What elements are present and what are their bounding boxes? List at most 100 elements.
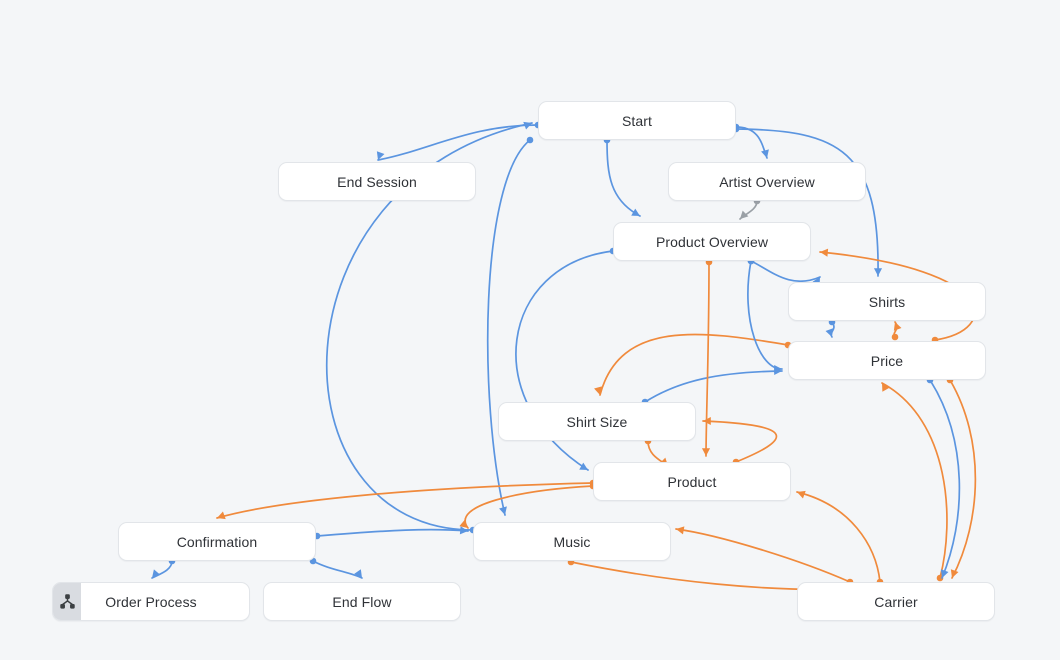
edge-price-to-carrier[interactable] (946, 376, 977, 580)
edge-arrowhead (950, 569, 959, 578)
edge-arrowhead (217, 511, 226, 520)
edge-arrowhead (820, 248, 829, 257)
edge-path (216, 482, 594, 519)
edge-product-to-confirmation[interactable] (216, 479, 597, 522)
edge-price-to-carrier[interactable] (926, 376, 961, 580)
edge-path (739, 200, 758, 220)
node-label: Artist Overview (719, 173, 815, 190)
edge-artist_overview-to-product_overview[interactable] (737, 197, 761, 222)
edge-source-dot (891, 333, 899, 341)
edge-arrowhead (459, 526, 468, 535)
edge-path (830, 321, 835, 338)
edge-arrowhead (940, 569, 949, 578)
edge-arrowhead (676, 526, 685, 535)
edge-arrowhead (701, 448, 711, 456)
edge-path (599, 333, 789, 396)
node-start[interactable]: Start (538, 101, 736, 140)
node-label: End Session (337, 173, 417, 190)
edge-path (702, 420, 778, 463)
edge-arrowhead (893, 322, 902, 331)
edge-source-dot (526, 136, 534, 144)
edge-arrowhead (774, 366, 782, 376)
edge-path (750, 260, 821, 283)
node-label: Shirts (868, 293, 906, 310)
edge-path (316, 528, 469, 537)
edge-arrowhead (761, 149, 769, 158)
edge-arrowhead (354, 569, 362, 578)
edge-shirts-to-price[interactable] (891, 321, 902, 341)
edge-arrowhead (631, 208, 640, 216)
edge-path (606, 139, 641, 217)
node-shirts[interactable]: Shirts (788, 282, 986, 321)
edge-product_overview-to-product[interactable] (701, 258, 713, 457)
edge-path (735, 126, 768, 159)
edge-carrier-to-product[interactable] (796, 488, 884, 586)
node-label: Price (870, 352, 904, 369)
edge-path (486, 139, 531, 516)
node-label: Confirmation (176, 533, 258, 550)
edge-confirmation-to-end_flow[interactable] (309, 557, 366, 581)
edge-path (881, 382, 948, 579)
node-label: End Flow (332, 593, 392, 610)
edge-arrowhead (459, 519, 468, 528)
node-label: Product Overview (655, 233, 769, 250)
edge-arrowhead (376, 151, 385, 160)
edge-path (705, 261, 710, 457)
edge-source-dot (936, 574, 944, 582)
edge-path (747, 260, 783, 370)
hierarchy-icon (53, 583, 81, 620)
node-label: Start (621, 112, 653, 129)
edge-path (644, 370, 783, 403)
edge-path (312, 560, 363, 579)
node-label: Music (553, 533, 591, 550)
edge-path (929, 379, 961, 579)
edge-arrowhead (523, 121, 532, 130)
edge-shirt_size-to-price[interactable] (641, 366, 783, 406)
node-carrier[interactable]: Carrier (797, 582, 995, 621)
node-order_process[interactable]: Order Process (52, 582, 250, 621)
edge-arrowhead (152, 569, 161, 578)
node-music[interactable]: Music (473, 522, 671, 561)
edge-start-to-artist_overview[interactable] (732, 123, 771, 159)
edge-arrowhead (882, 383, 890, 392)
node-label: Carrier (874, 593, 918, 610)
edge-start-to-music[interactable] (486, 136, 534, 516)
node-shirt_size[interactable]: Shirt Size (498, 402, 696, 441)
node-artist_overview[interactable]: Artist Overview (668, 162, 866, 201)
edge-path (893, 321, 898, 338)
edge-confirmation-to-order_process[interactable] (149, 557, 176, 581)
edge-path (151, 560, 173, 579)
edge-confirmation-to-music[interactable] (313, 526, 469, 540)
edge-arrowhead (740, 210, 749, 219)
node-label: Shirt Size (566, 413, 628, 430)
node-label: Product (667, 473, 717, 490)
edge-path (949, 379, 977, 579)
node-product[interactable]: Product (593, 462, 791, 501)
edge-arrowhead (594, 386, 602, 395)
edge-arrowhead (825, 328, 834, 337)
edge-arrowhead (703, 416, 711, 426)
edge-carrier-to-music[interactable] (675, 525, 854, 586)
edge-product_overview-to-price[interactable] (747, 257, 783, 374)
edge-path (377, 124, 539, 161)
node-label: Order Process (105, 593, 197, 610)
edge-arrowhead (797, 490, 806, 499)
edge-shirts-to-price[interactable] (825, 318, 836, 339)
edge-path (796, 491, 881, 583)
edge-path (675, 528, 851, 583)
node-price[interactable]: Price (788, 341, 986, 380)
node-end_session[interactable]: End Session (278, 162, 476, 201)
edge-arrowhead (579, 462, 588, 470)
edge-start-to-end_session[interactable] (374, 121, 542, 162)
edge-product-to-shirt_size[interactable] (702, 416, 778, 466)
edge-arrowhead (873, 268, 883, 276)
edge-carrier-to-price[interactable] (878, 381, 948, 582)
edge-start-to-product_overview[interactable] (603, 136, 642, 220)
node-product_overview[interactable]: Product Overview (613, 222, 811, 261)
edge-arrowhead (499, 506, 507, 515)
edge-price-to-shirt_size[interactable] (594, 333, 792, 396)
node-confirmation[interactable]: Confirmation (118, 522, 316, 561)
node-end_flow[interactable]: End Flow (263, 582, 461, 621)
